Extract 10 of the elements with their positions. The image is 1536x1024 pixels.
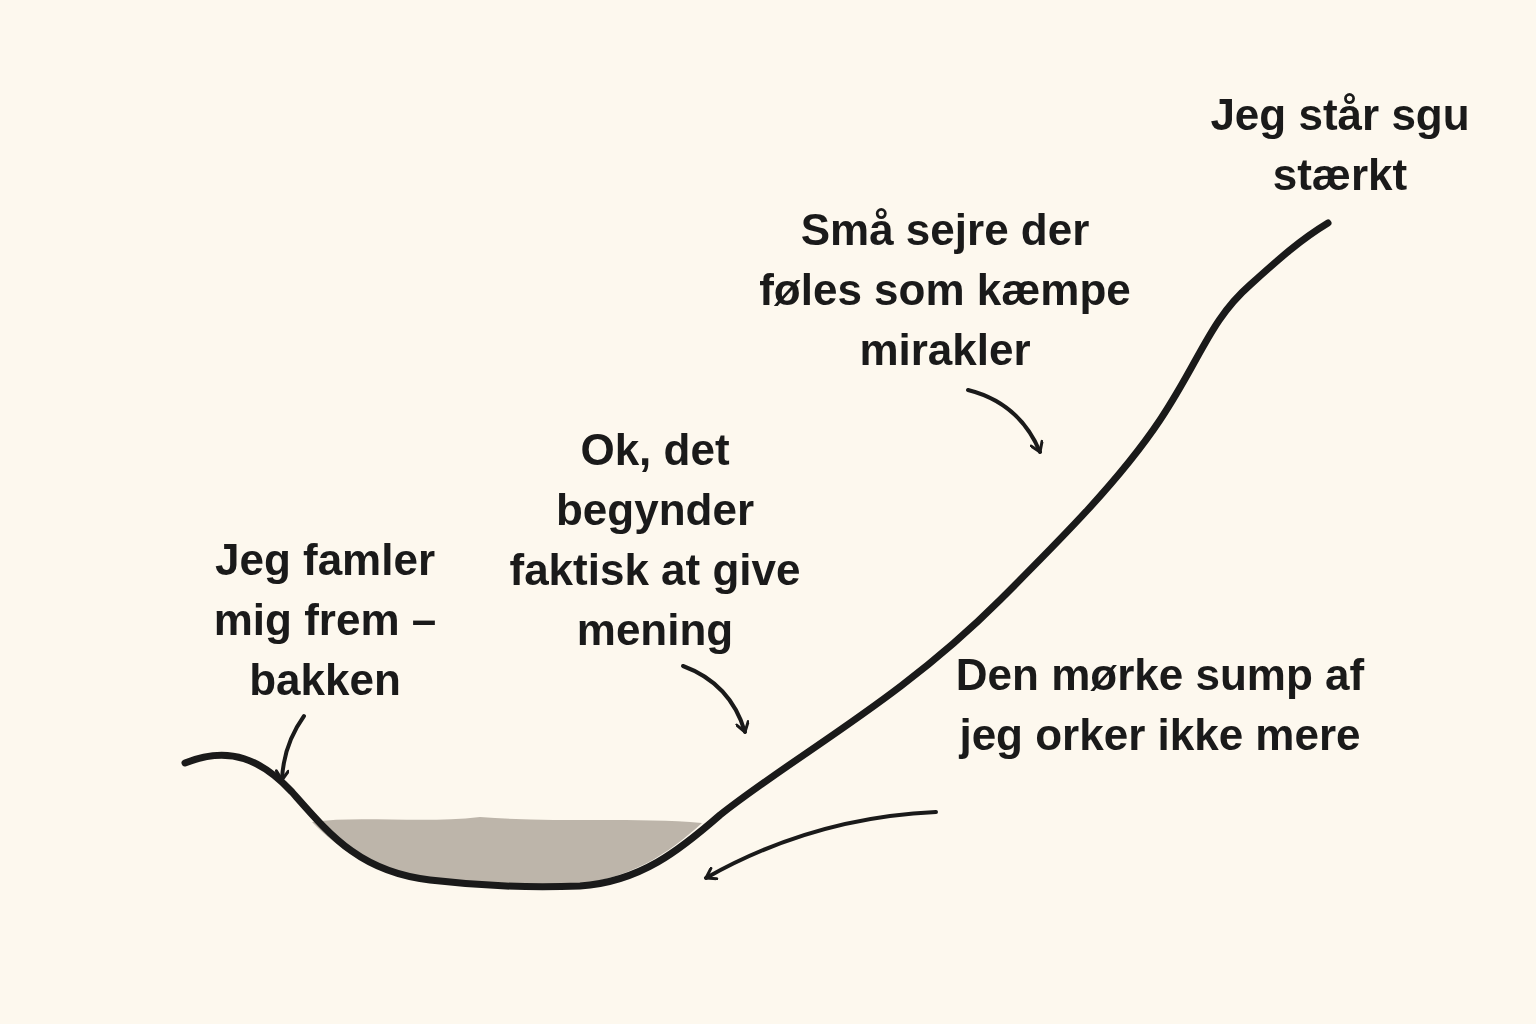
swamp-fill (312, 817, 702, 886)
leader-arrow (681, 664, 750, 734)
leader-arrow (275, 714, 306, 782)
annotation-text: Jeg står sgu stærkt (1209, 89, 1471, 201)
annotation-text: Den mørke sump af jeg orker ikke mere (940, 645, 1380, 765)
annotation-text: Jeg famler mig frem –bakken (205, 530, 445, 710)
annotation-text: Ok, det begynder faktisk at give mening (505, 420, 805, 660)
leader-arrow (704, 810, 938, 881)
leader-arrow (966, 388, 1044, 454)
annotation-text: Små sejre der føles som kæmpe mirakler (745, 200, 1145, 380)
